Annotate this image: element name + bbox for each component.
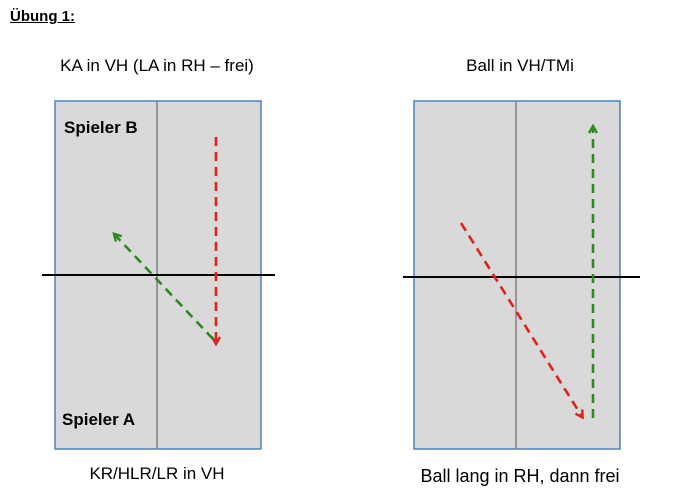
- left-table-caption-bottom: KR/HLR/LR in VH: [89, 464, 225, 483]
- player-b-label: Spieler B: [64, 118, 138, 137]
- right-table-caption-top: Ball in VH/TMi: [466, 56, 574, 75]
- left-green-arrow: [116, 236, 214, 340]
- right-table-surface: [413, 100, 621, 450]
- right-table: [403, 100, 640, 450]
- left-table-caption-top: KA in VH (LA in RH – frei): [60, 56, 254, 75]
- right-table-caption-bottom: Ball lang in RH, dann frei: [420, 466, 620, 486]
- exercise-title: Übung 1:: [10, 8, 75, 25]
- left-table: [42, 100, 275, 450]
- player-a-label: Spieler A: [62, 410, 136, 429]
- right-red-arrow: [459, 222, 581, 415]
